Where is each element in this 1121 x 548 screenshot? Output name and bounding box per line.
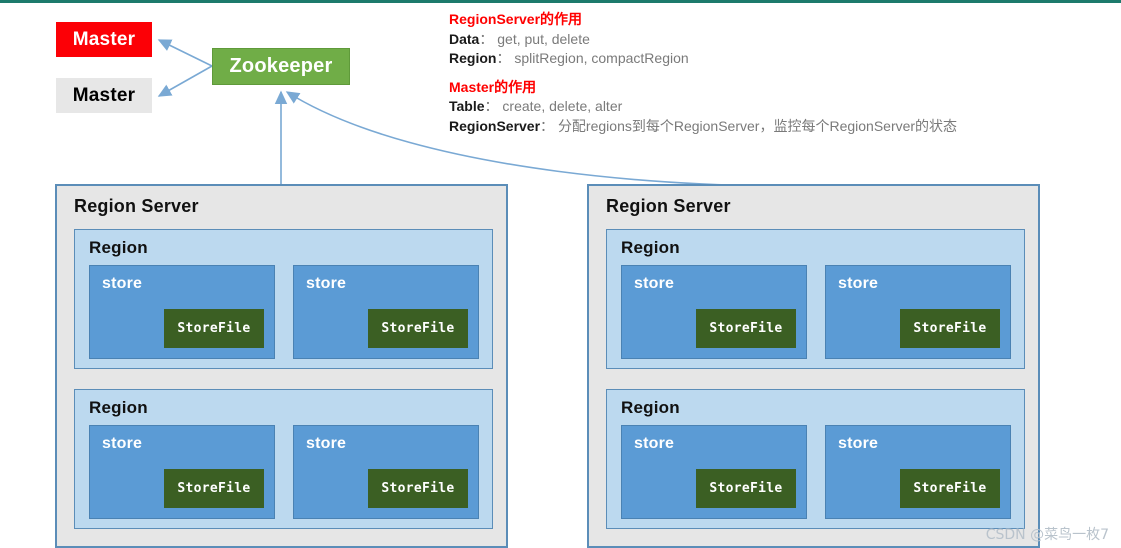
storefile-block[interactable]: StoreFile <box>368 309 468 348</box>
master-standby-node[interactable]: Master <box>56 78 152 113</box>
region-block[interactable]: Region store StoreFile store StoreFile <box>74 389 493 529</box>
store-title: store <box>102 275 143 292</box>
store-title: store <box>306 275 347 292</box>
storefile-block[interactable]: StoreFile <box>900 309 1000 348</box>
region-server-right[interactable]: Region Server Region store StoreFile sto… <box>587 184 1040 548</box>
annotations-block: RegionServer的作用 Data： get, put, delete R… <box>449 10 1089 136</box>
storefile-block[interactable]: StoreFile <box>164 309 264 348</box>
annotation-value: splitRegion, compactRegion <box>514 50 689 66</box>
master-standby-label: Master <box>72 84 136 106</box>
store-block[interactable]: store StoreFile <box>89 265 275 359</box>
annotation-key: Data <box>449 30 480 47</box>
store-title: store <box>306 435 347 452</box>
master-active-label: Master <box>72 28 136 50</box>
annotation-key: Region <box>449 50 497 66</box>
storefile-block[interactable]: StoreFile <box>696 469 796 508</box>
regionserver-annotation-line-1: Data： get, put, delete <box>449 30 1089 50</box>
store-title: store <box>634 275 675 292</box>
annotation-key: RegionServer <box>449 117 541 134</box>
annotation-value: create, delete, alter <box>502 98 623 114</box>
region-server-title: Region Server <box>606 196 731 216</box>
store-title: store <box>838 435 879 452</box>
regionserver-annotation-line-2: Region： splitRegion, compactRegion <box>449 49 1089 69</box>
store-block[interactable]: store StoreFile <box>293 425 479 519</box>
store-block[interactable]: store StoreFile <box>825 425 1011 519</box>
annotation-sep: ： <box>479 30 494 47</box>
storefile-block[interactable]: StoreFile <box>696 309 796 348</box>
top-rule-divider <box>0 0 1121 3</box>
annotation-sep: ： <box>496 50 511 66</box>
regionserver-annotation-title: RegionServer的作用 <box>449 11 583 27</box>
zookeeper-label: Zookeeper <box>229 55 333 77</box>
storefile-block[interactable]: StoreFile <box>900 469 1000 508</box>
storefile-block[interactable]: StoreFile <box>368 469 468 508</box>
store-block[interactable]: store StoreFile <box>621 265 807 359</box>
master-annotation-line-2: RegionServer： 分配regions到每个RegionServer，监… <box>449 117 1089 137</box>
store-block[interactable]: store StoreFile <box>293 265 479 359</box>
region-block[interactable]: Region store StoreFile store StoreFile <box>606 389 1025 529</box>
store-title: store <box>634 435 675 452</box>
store-block[interactable]: store StoreFile <box>89 425 275 519</box>
annotation-sep: ： <box>484 98 499 114</box>
watermark: CSDN @菜鸟一枚7 <box>985 527 1109 543</box>
annotation-value: 分配regions到每个RegionServer，监控每个RegionServe… <box>557 117 958 134</box>
store-title: store <box>102 435 143 452</box>
annotation-spacer <box>449 69 1089 78</box>
annotation-sep: ： <box>540 117 555 134</box>
zookeeper-node[interactable]: Zookeeper <box>212 48 350 85</box>
store-block[interactable]: store StoreFile <box>621 425 807 519</box>
region-block[interactable]: Region store StoreFile store StoreFile <box>74 229 493 369</box>
master-annotation-line-1: Table： create, delete, alter <box>449 97 1089 117</box>
region-block[interactable]: Region store StoreFile store StoreFile <box>606 229 1025 369</box>
store-title: store <box>838 275 879 292</box>
master-active-node[interactable]: Master <box>56 22 152 57</box>
annotation-key: Table <box>449 98 485 114</box>
region-server-left[interactable]: Region Server Region store StoreFile sto… <box>55 184 508 548</box>
master-annotation-title: Master的作用 <box>449 78 537 95</box>
store-block[interactable]: store StoreFile <box>825 265 1011 359</box>
region-title: Region <box>621 398 680 417</box>
region-title: Region <box>89 398 148 417</box>
region-title: Region <box>621 238 680 257</box>
storefile-block[interactable]: StoreFile <box>164 469 264 508</box>
annotation-value: get, put, delete <box>497 30 590 47</box>
region-server-title: Region Server <box>74 196 199 216</box>
region-title: Region <box>89 238 148 257</box>
